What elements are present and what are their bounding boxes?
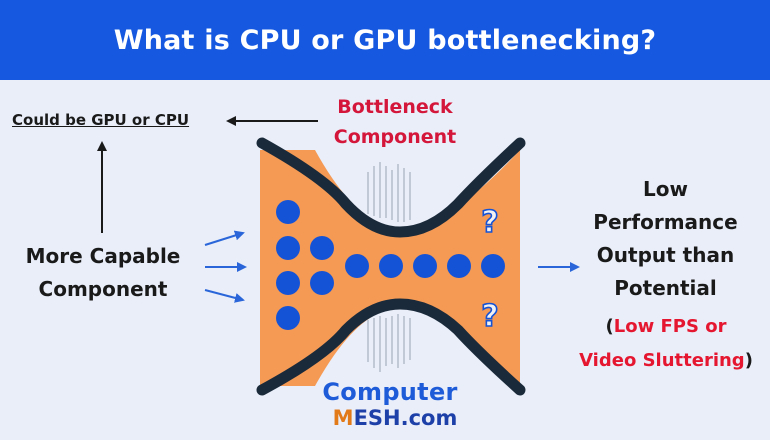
bottleneck-line-1: Bottleneck <box>337 96 453 118</box>
dot <box>276 236 300 260</box>
dot <box>276 200 300 224</box>
output-line-1: Low <box>643 177 688 201</box>
data-dots <box>276 200 505 330</box>
dot <box>276 306 300 330</box>
question-mark-bottom: ? <box>481 299 498 334</box>
bottleneck-line-2: Component <box>333 126 457 148</box>
output-line-2: Performance <box>593 210 738 234</box>
fps-note: (Low FPS or Video Sluttering) <box>556 310 770 378</box>
output-line-3: Output than <box>596 243 735 267</box>
dot <box>447 254 471 278</box>
brand-logo-line-1: Computer <box>322 378 458 406</box>
capable-line-2: Component <box>38 277 168 301</box>
fps-close-paren: ) <box>744 350 753 371</box>
capable-line-1: More Capable <box>25 244 181 268</box>
capable-component-label: More Capable Component <box>8 240 198 306</box>
could-be-label: Could be GPU or CPU <box>12 111 190 129</box>
dot <box>345 254 369 278</box>
header-bar: What is CPU or GPU bottlenecking? <box>0 0 770 80</box>
brand-logo-rest: ESH.com <box>353 406 458 430</box>
dot <box>310 271 334 295</box>
fps-note-line-2: Video Sluttering) <box>556 344 770 378</box>
fps-note-line-1: (Low FPS or <box>556 310 770 344</box>
bottleneck-component-label: Bottleneck Component <box>310 92 480 152</box>
page-title: What is CPU or GPU bottlenecking? <box>113 24 657 56</box>
dot <box>481 254 505 278</box>
fps-line-1: Low FPS or <box>613 316 727 337</box>
output-line-4: Potential <box>614 276 717 300</box>
dot <box>413 254 437 278</box>
vibration-lines <box>367 162 411 372</box>
funnel-top-curve <box>256 137 526 238</box>
output-label: Low Performance Output than Potential <box>578 173 753 305</box>
input-arrow-bottom <box>204 289 245 303</box>
brand-logo-m: M <box>332 406 354 430</box>
question-mark-top: ? <box>481 205 498 240</box>
dot <box>379 254 403 278</box>
fps-open-paren: ( <box>605 316 614 337</box>
input-arrow-top <box>204 230 245 246</box>
funnel-bottom-curve <box>256 298 526 396</box>
brand-logo-line-2: MESH.com <box>310 404 480 432</box>
dot <box>276 271 300 295</box>
dot <box>310 236 334 260</box>
fps-line-2: Video Sluttering <box>579 350 745 371</box>
